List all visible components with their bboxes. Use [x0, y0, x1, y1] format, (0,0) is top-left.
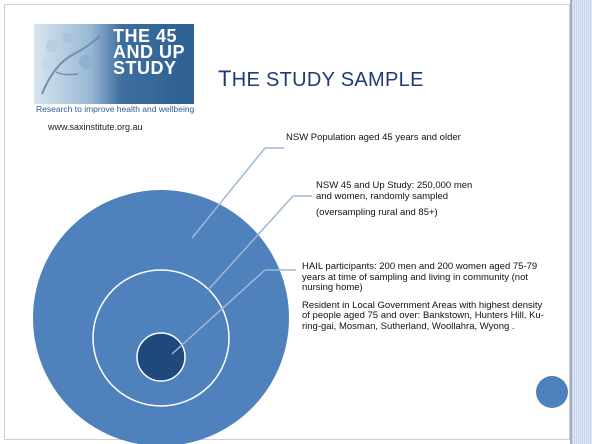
right-band-edge [570, 0, 572, 444]
website-url: www.saxinstitute.org.au [48, 122, 143, 132]
slide-title-rest: HE STUDY SAMPLE [231, 69, 424, 91]
study-note: (oversampling rural and 85+) [316, 207, 438, 218]
hail-note: Resident in Local Government Areas with … [302, 299, 544, 332]
slide-title-first-letter: T [218, 66, 232, 91]
right-decorative-band [572, 0, 592, 444]
logo-line-2: AND UP [113, 42, 186, 62]
study-label: NSW 45 and Up Study: 250,000 men and wom… [316, 180, 473, 202]
population-connector [191, 147, 266, 239]
logo-title: THE 45 AND UP STUDY [113, 26, 191, 78]
decorative-blue-dot [536, 376, 568, 408]
hail-label-block: HAIL participants: 200 men and 200 women… [302, 261, 552, 332]
logo-line-1: THE 45 [113, 26, 178, 46]
logo-image [34, 24, 194, 104]
hail-circle [136, 332, 186, 382]
study-label-block: NSW 45 and Up Study: 250,000 men and wom… [316, 180, 486, 219]
study-logo: THE 45 AND UP STUDY Research to improve … [34, 24, 194, 116]
study-connector [207, 195, 294, 291]
slide-title: THE STUDY SAMPLE [218, 66, 424, 92]
hail-connector [171, 269, 266, 355]
slide-frame [4, 4, 570, 440]
logo-line-3: STUDY [113, 58, 177, 78]
logo-tagline: Research to improve health and wellbeing [36, 104, 195, 114]
tree-branch-icon [41, 33, 101, 95]
hail-label: HAIL participants: 200 men and 200 women… [302, 261, 538, 293]
population-label: NSW Population aged 45 years and older [286, 132, 461, 143]
